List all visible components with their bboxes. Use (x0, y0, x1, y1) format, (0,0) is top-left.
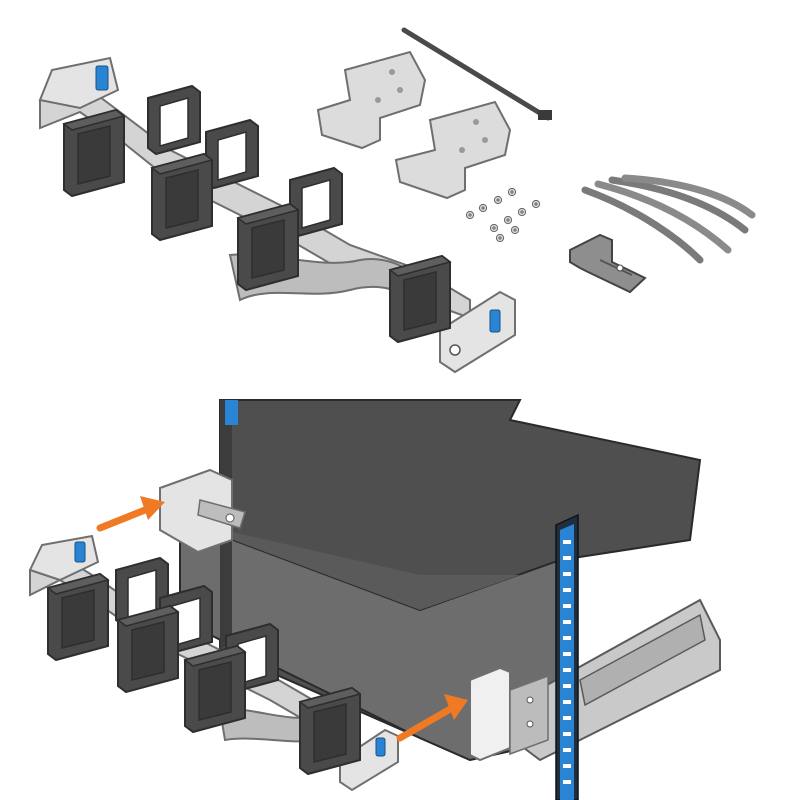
cable-clip (205, 119, 259, 189)
cable-clip (63, 109, 125, 197)
cable-clip (117, 605, 179, 693)
cable-clip (184, 645, 246, 733)
cable-clip (237, 203, 299, 291)
arrow-icon (396, 694, 468, 742)
status-indicator-bracket (569, 233, 647, 294)
installation-view (28, 399, 721, 800)
cable-clip (151, 153, 213, 241)
release-tab-icon (74, 541, 86, 563)
release-tab-icon (375, 737, 386, 757)
rear-mounting-bracket (159, 468, 246, 554)
front-mounting-bracket (469, 666, 549, 762)
arrow-icon (96, 496, 165, 532)
cable-clip (389, 255, 451, 343)
rack-post (225, 400, 579, 800)
cable-tie (401, 27, 552, 121)
kit-contents (38, 27, 756, 374)
release-tab-icon (95, 65, 109, 91)
velcro-straps (581, 174, 756, 264)
cable-clip (47, 573, 109, 661)
cable-management-arm-installed (28, 534, 399, 792)
rack-post-holes (563, 540, 571, 784)
release-tab-icon (489, 309, 501, 333)
mounting-plate (316, 50, 427, 150)
cable-clip (147, 85, 201, 155)
mounting-plate (394, 100, 512, 200)
cable-management-arm (38, 56, 516, 374)
cable-clip (299, 687, 361, 775)
screws (465, 187, 541, 243)
